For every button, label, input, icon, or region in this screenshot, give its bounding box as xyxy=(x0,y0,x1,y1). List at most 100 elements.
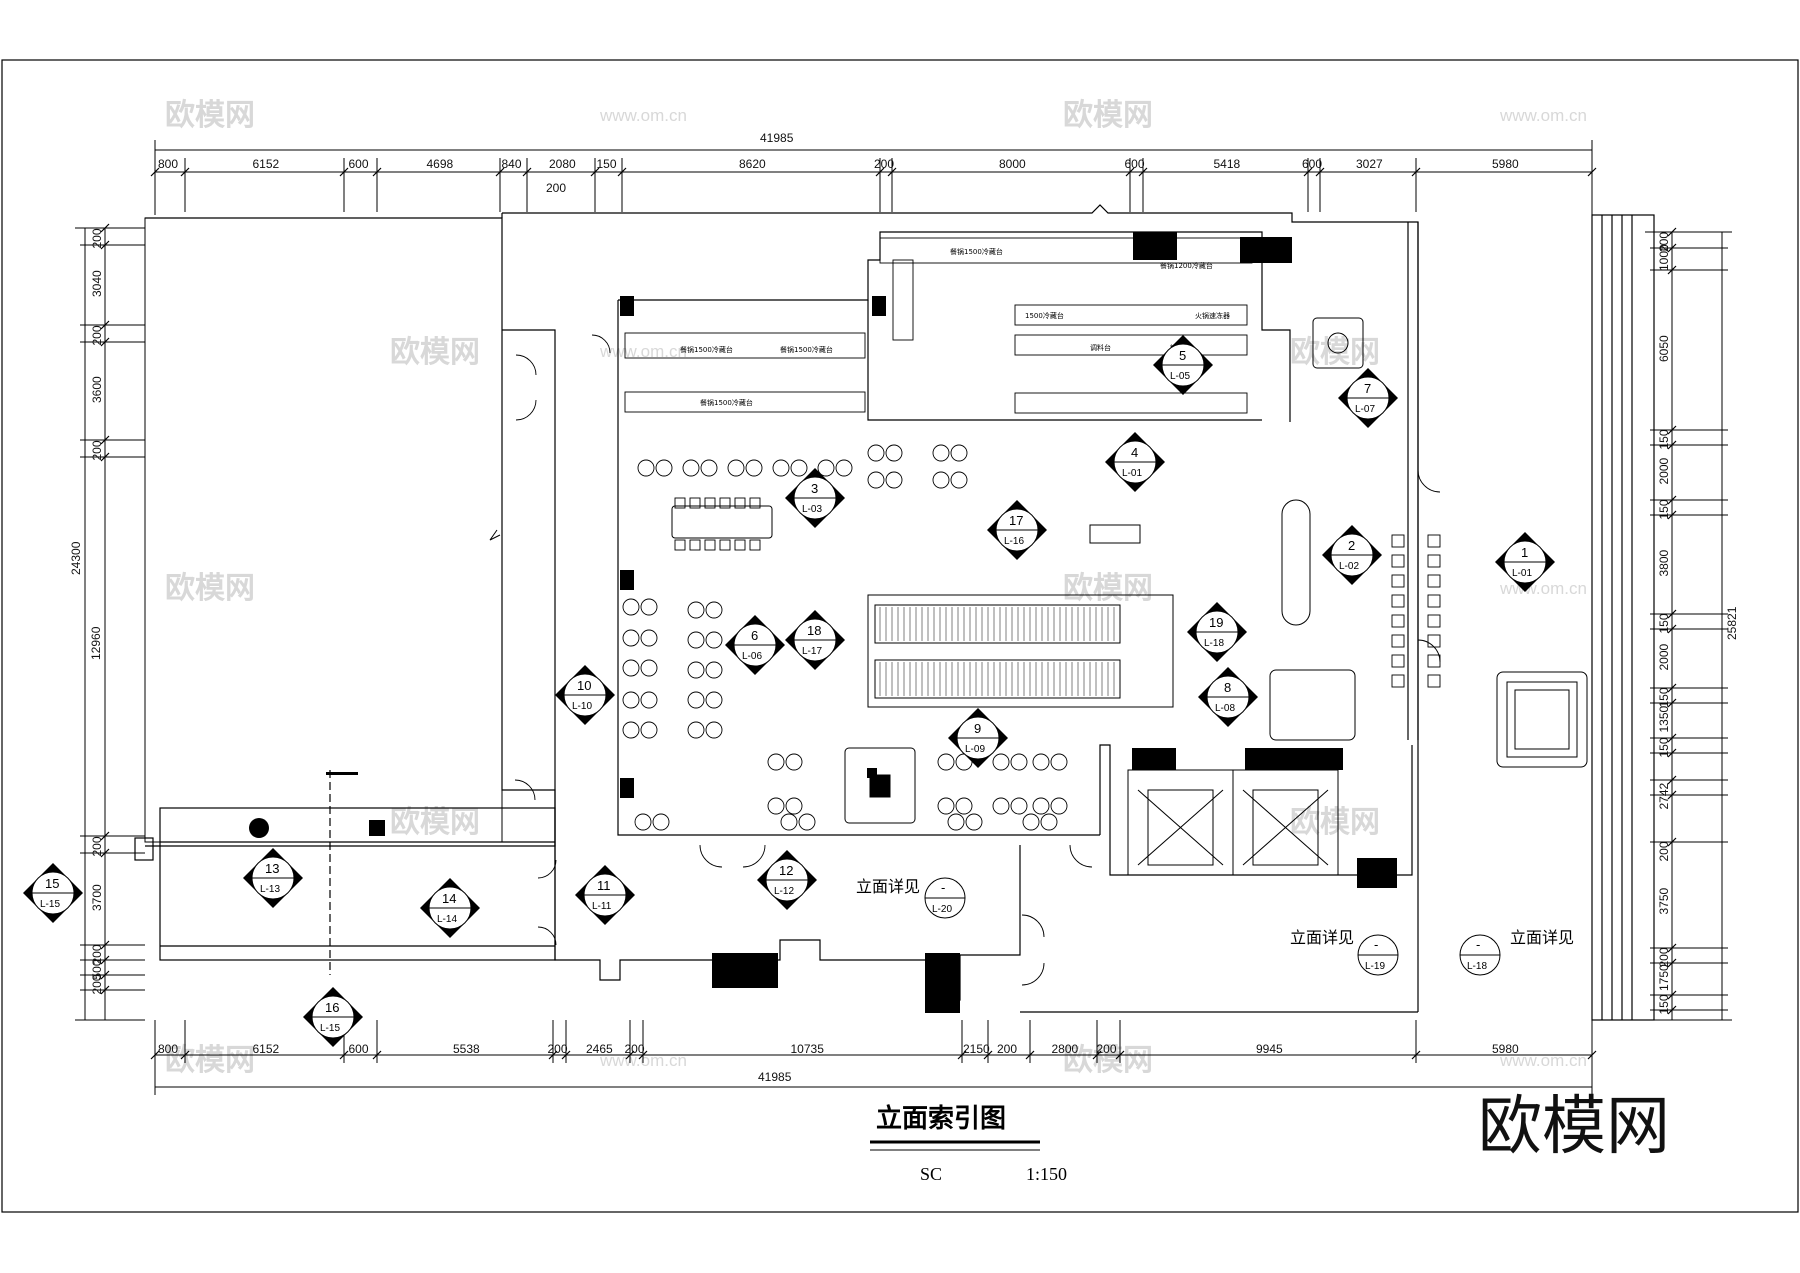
elevation-tag-ref: L-01 xyxy=(1122,468,1142,479)
dim-top-label: 3027 xyxy=(1356,157,1383,171)
dim-slash xyxy=(1667,510,1677,520)
elevation-tag: 11L-11 xyxy=(575,865,635,925)
dim-slash xyxy=(339,1050,349,1060)
dim-slash xyxy=(1667,790,1677,800)
dining-chair xyxy=(705,631,723,649)
elevation-tag: 18L-17 xyxy=(785,610,845,670)
dim-top-label: 600 xyxy=(349,157,369,171)
dim-slash xyxy=(1587,167,1597,177)
dining-chair xyxy=(687,631,705,649)
dim-bottom-label: 6152 xyxy=(253,1042,280,1056)
dim-left-label: 3600 xyxy=(90,376,104,403)
elevation-tag: 5L-05 xyxy=(1153,335,1213,395)
dim-right-label: 6050 xyxy=(1657,335,1671,362)
dining-chair xyxy=(637,459,655,477)
dim-slash xyxy=(100,452,110,462)
elevation-tag: 12L-12 xyxy=(757,850,817,910)
dim-slash xyxy=(495,167,505,177)
dim-slash xyxy=(887,167,897,177)
watermark-url: www.om.cn xyxy=(599,342,687,361)
dim-slash xyxy=(1667,624,1677,634)
dim-slash xyxy=(522,167,532,177)
dim-slash xyxy=(548,1050,558,1060)
dim-slash xyxy=(1025,1050,1035,1060)
elevation-tag-number: 18 xyxy=(807,623,821,638)
dim-right-label: 150 xyxy=(1657,429,1671,449)
elevation-tag-number: 13 xyxy=(265,861,279,876)
dim-slash xyxy=(372,167,382,177)
dining-chair xyxy=(640,659,658,677)
dim-bottom-label: 200 xyxy=(997,1042,1017,1056)
dining-chair xyxy=(1040,813,1058,831)
elevation-tag: 1L-01 xyxy=(1495,532,1555,592)
window-seat xyxy=(1427,674,1441,688)
window-seat xyxy=(1427,534,1441,548)
dim-bottom-label: 200 xyxy=(625,1042,645,1056)
counter-label: 餐锅1500冷藏台 xyxy=(950,247,1003,256)
bar-stool xyxy=(749,497,761,509)
dim-right-label: 1000 xyxy=(1657,244,1671,271)
dim-slash xyxy=(100,970,110,980)
elevation-tag-ref: L-17 xyxy=(802,646,822,657)
elevation-tag-ref: L-03 xyxy=(802,504,822,515)
dining-chair xyxy=(867,444,885,462)
dining-chair xyxy=(790,459,808,477)
dim-slash xyxy=(1667,698,1677,708)
bar-stool xyxy=(734,539,746,551)
dining-chair xyxy=(1032,797,1050,815)
brand-watermark: 欧模网 xyxy=(1478,1090,1670,1164)
watermark-url: www.om.cn xyxy=(1499,106,1587,125)
dim-left-label: 200 xyxy=(90,944,104,964)
elevation-tag-ref: L-16 xyxy=(1004,536,1024,547)
right-dimension-ticks: 2001000605015020001503800150200015013501… xyxy=(1650,227,1728,1015)
elevation-tag-ref: L-07 xyxy=(1355,404,1375,415)
dim-right-label: 150 xyxy=(1657,994,1671,1014)
dim-bottom-label: 200 xyxy=(548,1042,568,1056)
dim-slash xyxy=(1667,733,1677,743)
elevation-tag: 13L-13 xyxy=(243,848,303,908)
dining-chair xyxy=(687,661,705,679)
detail-ref-code: L-20 xyxy=(932,904,952,915)
watermark-url: www.om.cn xyxy=(1499,579,1587,598)
dining-chair xyxy=(992,797,1010,815)
dim-slash xyxy=(1667,495,1677,505)
counter-label: 餐锅1500冷藏台 xyxy=(700,398,753,407)
dim-slash xyxy=(1411,1050,1421,1060)
dining-chair xyxy=(835,459,853,477)
elevator-shafts xyxy=(1127,769,1339,876)
elevation-tag-number: 1 xyxy=(1521,545,1528,560)
dining-chair xyxy=(745,459,763,477)
bar-stool xyxy=(749,539,761,551)
elevation-tag-number: 2 xyxy=(1348,538,1355,553)
elevation-tag: 16L-15 xyxy=(303,987,363,1047)
dining-chair xyxy=(640,691,658,709)
dining-chair xyxy=(705,691,723,709)
detail-ref-num: - xyxy=(941,880,945,895)
dim-right-total: 25821 xyxy=(1725,606,1739,640)
window-seat xyxy=(1391,574,1405,588)
elevation-tag-number: 11 xyxy=(597,878,611,893)
dining-chair xyxy=(652,813,670,831)
dim-top-label: 800 xyxy=(158,157,178,171)
dining-chair xyxy=(885,471,903,489)
window-seat xyxy=(1391,614,1405,628)
dining-chair xyxy=(867,471,885,489)
dim-slash xyxy=(1667,990,1677,1000)
counter-label: 餐锅1500冷藏台 xyxy=(780,345,833,354)
watermark-url: www.om.cn xyxy=(1499,1051,1587,1070)
dim-slash xyxy=(1667,958,1677,968)
dining-chair xyxy=(700,459,718,477)
dim-bottom-label: 2150 xyxy=(963,1042,990,1056)
watermark: 欧模网 xyxy=(390,335,480,370)
dim-top-label: 840 xyxy=(502,157,522,171)
watermark: 欧模网 xyxy=(165,98,255,133)
escalators xyxy=(867,594,1174,708)
dim-right-label: 150 xyxy=(1657,613,1671,633)
elevation-tag: 6L-06 xyxy=(725,615,785,675)
elevation-tag-number: 8 xyxy=(1224,680,1231,695)
dining-chair xyxy=(955,797,973,815)
elevation-tag: 19L-18 xyxy=(1187,602,1247,662)
dim-left-label: 200 xyxy=(90,440,104,460)
dining-chair xyxy=(785,753,803,771)
